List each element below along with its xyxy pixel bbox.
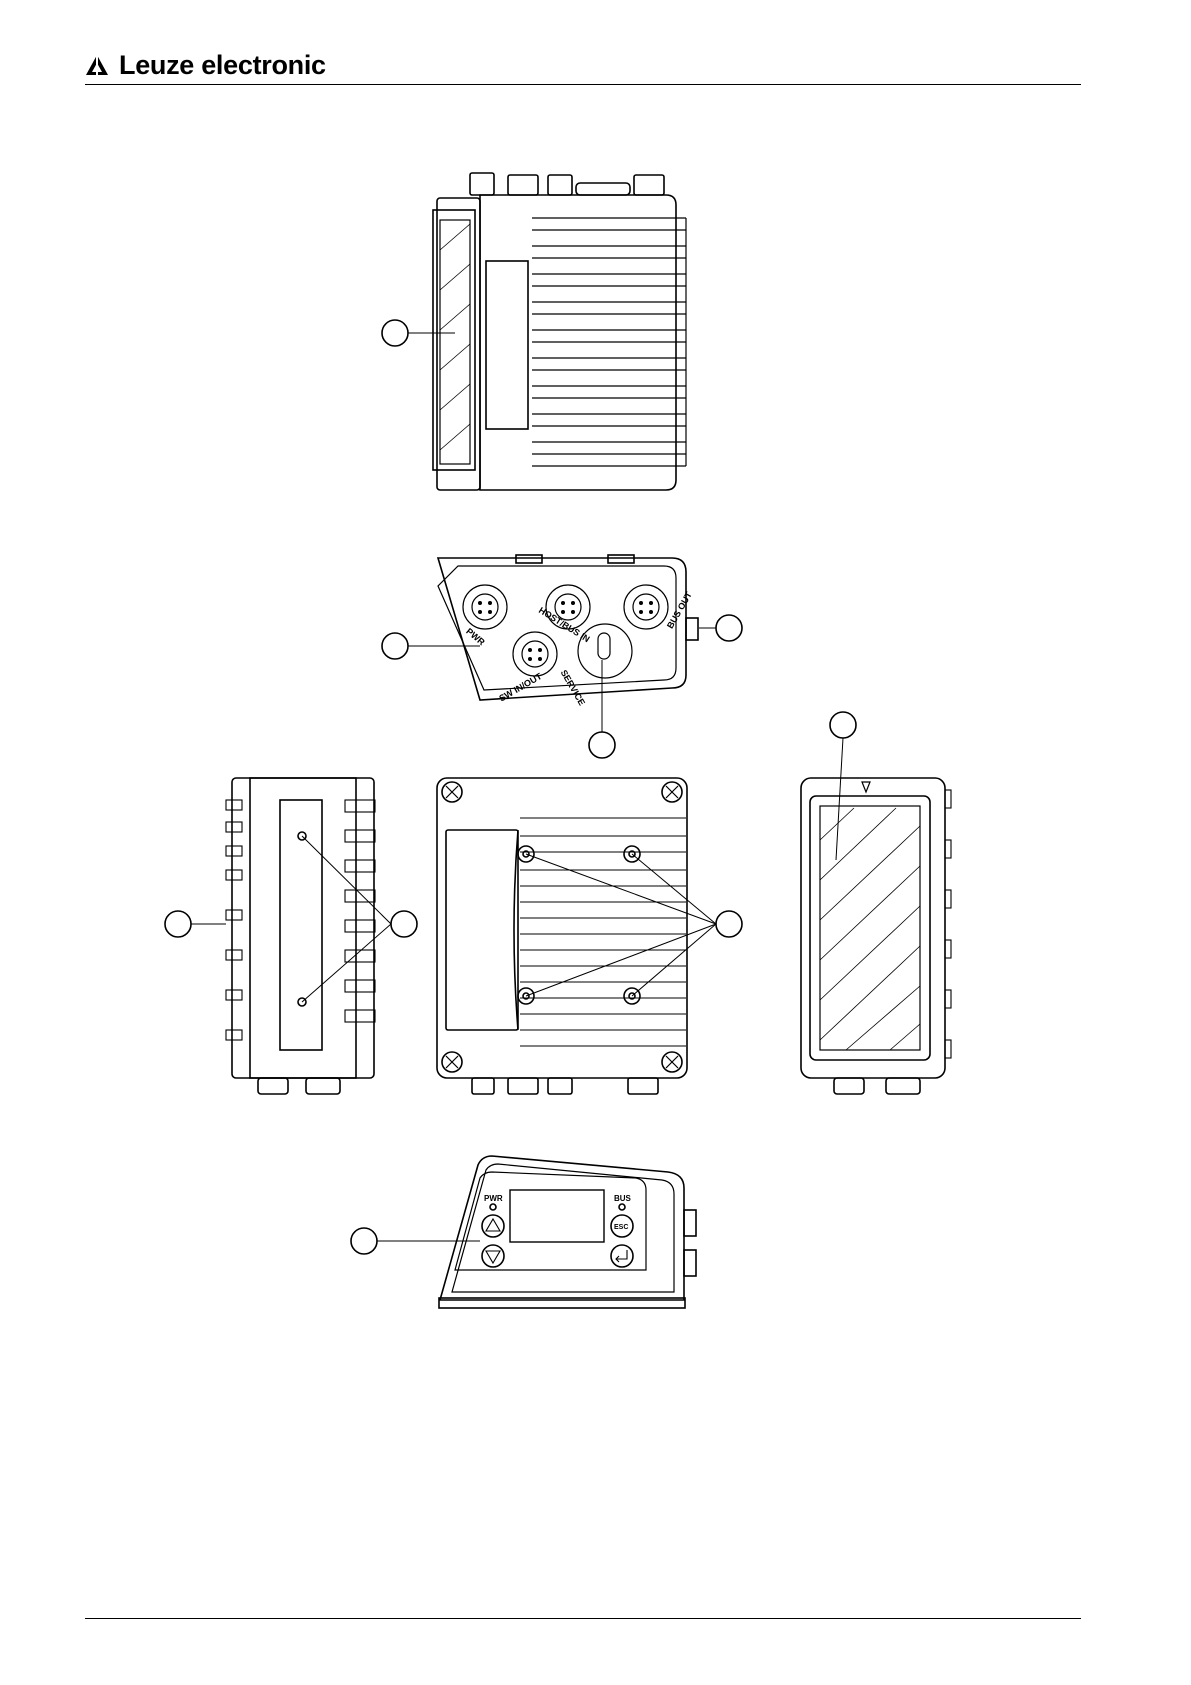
pwr-led-label: PWR bbox=[484, 1194, 503, 1203]
connector-label-service: SERVICE bbox=[559, 668, 587, 707]
side-view-top bbox=[382, 173, 686, 490]
display-view: PWR BUS ESC bbox=[351, 1156, 696, 1308]
esc-key-label: ESC bbox=[614, 1224, 628, 1231]
narrow-side-view bbox=[165, 778, 417, 1094]
footer-rule bbox=[85, 1618, 1081, 1619]
connector-view: PWR HOST/BUS IN BUS OUT SW IN/OUT SERVIC… bbox=[382, 555, 742, 758]
bus-led-label: BUS bbox=[614, 1194, 632, 1203]
connector-label-bus-out: BUS OUT bbox=[665, 590, 694, 631]
front-window-view bbox=[801, 712, 951, 1094]
underside-view bbox=[437, 778, 742, 1094]
